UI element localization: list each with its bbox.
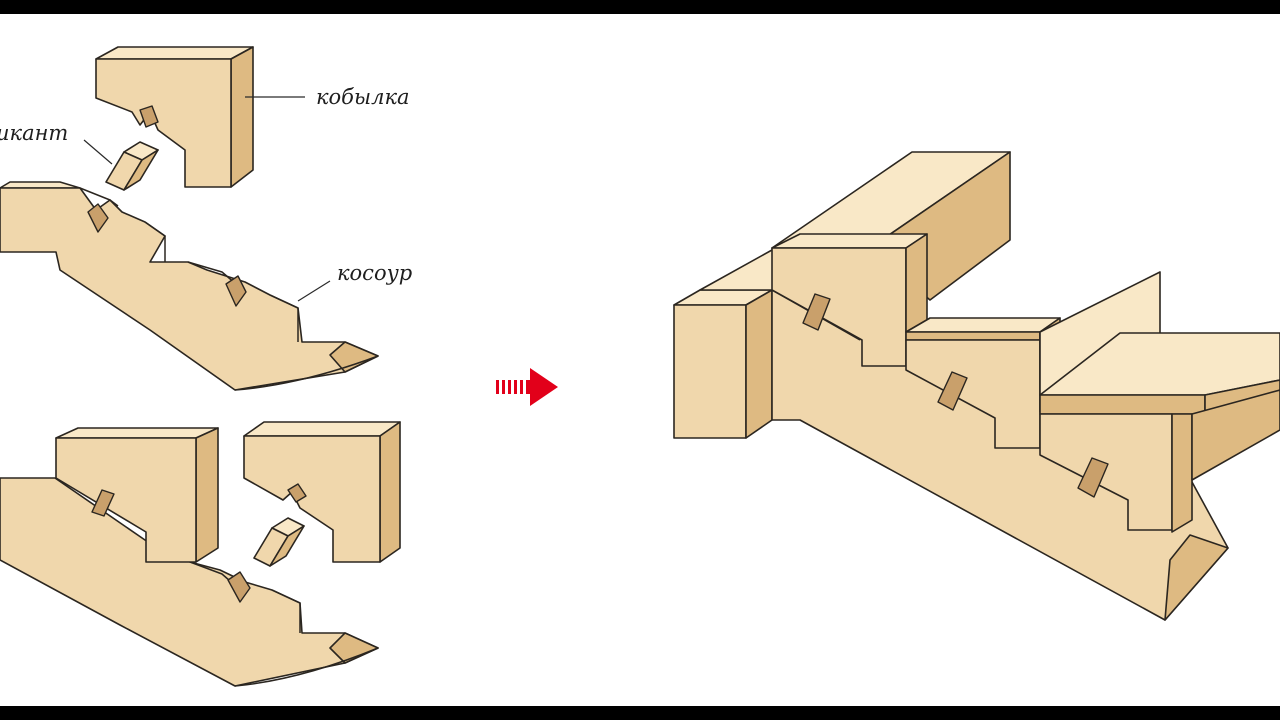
dowel-piece	[105, 141, 159, 191]
side-rail	[1191, 389, 1280, 481]
right-arrow-icon	[496, 368, 558, 406]
kobylka-mounted	[55, 427, 219, 563]
upper-tread	[1039, 271, 1280, 415]
assembled-staircase	[673, 151, 1280, 621]
kobylka-block	[95, 46, 254, 188]
kosour-stringer	[0, 181, 379, 391]
kobylka-step-1	[771, 233, 928, 367]
kobylka-label: кобылка	[316, 85, 410, 109]
kosour-label: косоур	[337, 261, 412, 285]
tread-1	[905, 317, 1061, 341]
exploded-assembly: кобылка икант косоур	[0, 46, 412, 391]
dowel-label: икант	[0, 121, 68, 145]
partial-assembly	[0, 421, 401, 687]
kobylka-loose	[243, 421, 401, 563]
diagram-canvas: кобылка икант косоур	[0, 14, 1280, 706]
dowel-piece-lower	[253, 517, 305, 567]
stair-joinery-diagram: кобылка икант косоур	[0, 46, 1280, 687]
kobylka-step-3	[1039, 413, 1193, 533]
